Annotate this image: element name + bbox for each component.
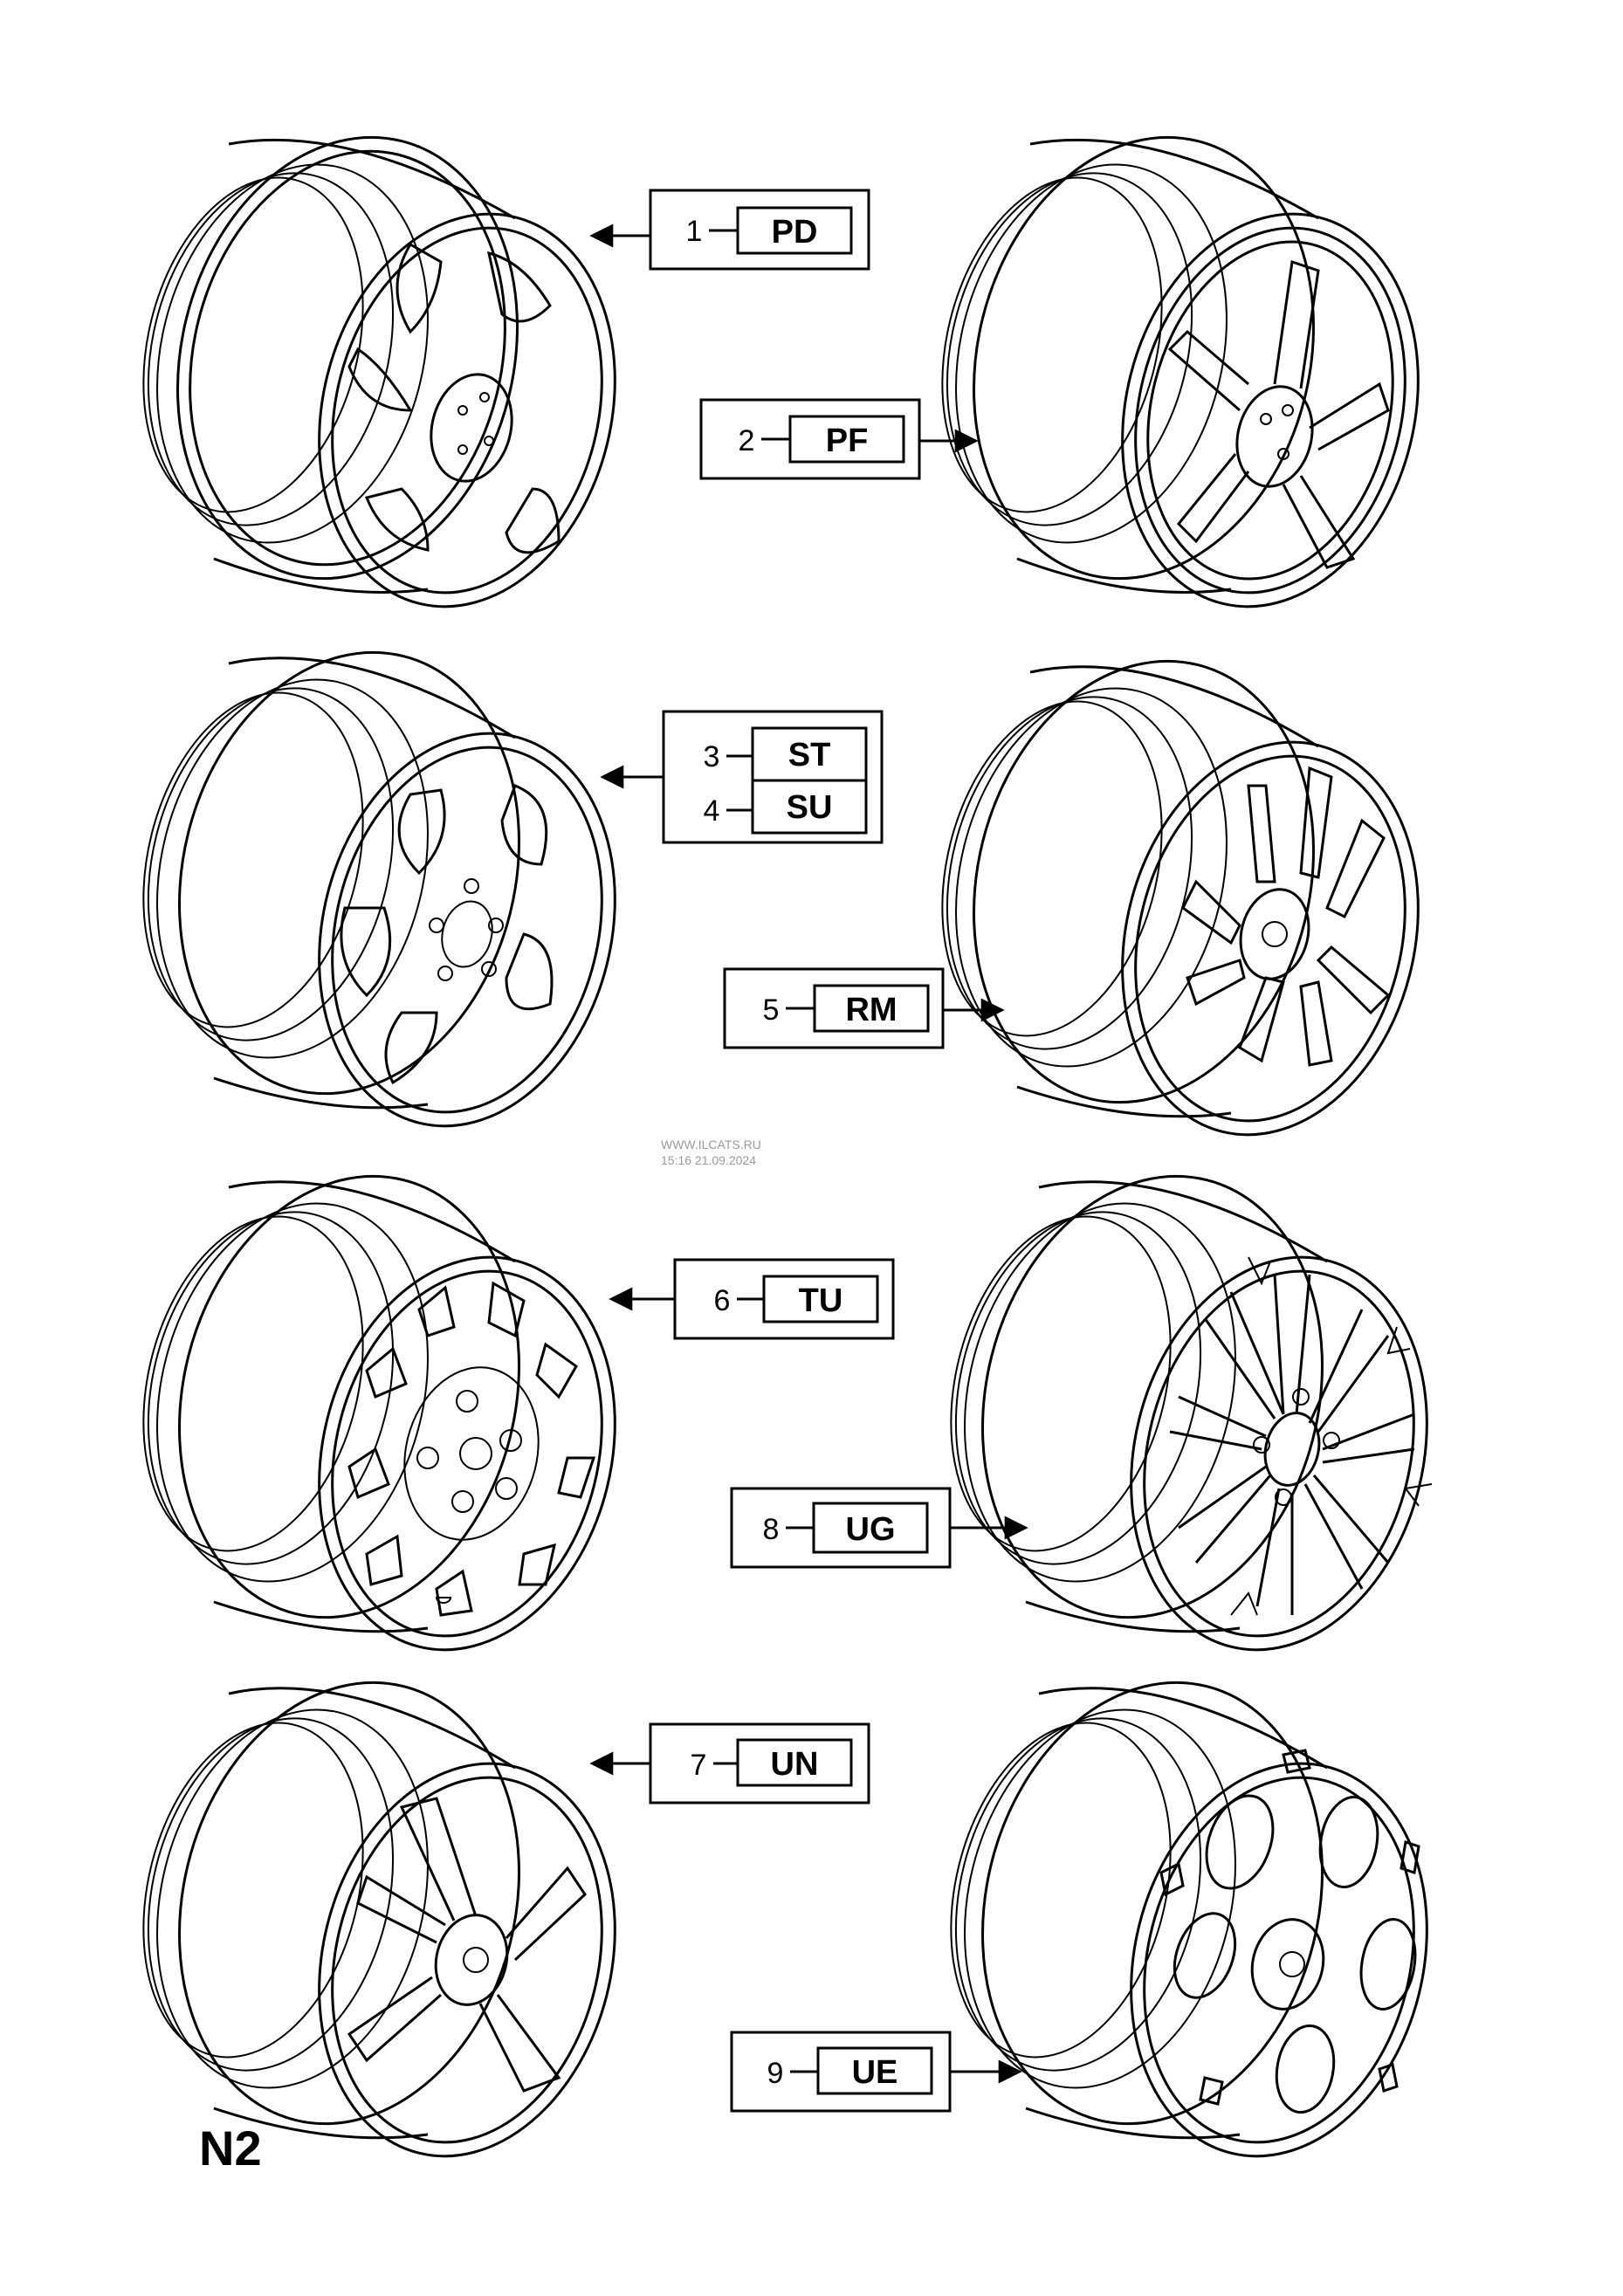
code-label: UN <box>771 1746 819 1783</box>
watermark: WWW.ILCATS.RU 15:16 21.09.2024 <box>661 1138 761 1167</box>
code-label: PD <box>772 214 818 251</box>
callout-number: 5 <box>763 993 780 1027</box>
callout-number: 4 <box>704 794 720 828</box>
callout-pd[interactable]: 1 PD <box>589 189 870 271</box>
wheel-pf-illustration[interactable] <box>909 101 1458 639</box>
watermark-timestamp: 15:16 21.09.2024 <box>661 1153 756 1167</box>
code-label: UG <box>846 1511 896 1548</box>
code-box[interactable] <box>751 779 868 835</box>
code-box[interactable] <box>751 726 868 782</box>
wheel-rm-illustration[interactable] <box>909 625 1458 1167</box>
code-label: UE <box>852 2054 898 2091</box>
code-label: ST <box>788 737 831 773</box>
diagram-code-label: N2 <box>199 2121 262 2176</box>
code-box[interactable] <box>816 2046 933 2095</box>
callout-number: 6 <box>714 1284 731 1317</box>
code-box[interactable] <box>762 1275 879 1323</box>
code-box[interactable] <box>736 206 853 255</box>
code-label: RM <box>845 992 897 1028</box>
code-box[interactable] <box>788 415 905 464</box>
callout-number: 9 <box>767 2057 784 2090</box>
wheel-un-illustration[interactable] <box>110 1646 655 2189</box>
wheel-ue-illustration[interactable] <box>918 1646 1467 2189</box>
callout-tu[interactable]: 6 TU <box>609 1258 895 1340</box>
code-box[interactable] <box>736 1738 853 1787</box>
code-box[interactable] <box>812 1502 929 1554</box>
code-label: PF <box>826 423 869 459</box>
callout-number: 2 <box>739 424 755 457</box>
callout-number: 3 <box>704 740 720 773</box>
wheel-st-su-illustration[interactable] <box>110 616 655 1158</box>
watermark-site: WWW.ILCATS.RU <box>661 1138 761 1151</box>
code-box[interactable] <box>813 984 930 1033</box>
callout-number: 1 <box>686 215 703 248</box>
callout-rm[interactable]: 5 RM <box>723 967 1005 1049</box>
callout-st-su[interactable]: 3 4 ST SU <box>600 710 884 844</box>
callout-number: 8 <box>763 1513 780 1546</box>
code-label: TU <box>799 1282 843 1319</box>
wheel-pd-illustration[interactable] <box>110 101 655 639</box>
code-label: SU <box>787 789 833 826</box>
wheel-ug-illustration[interactable] <box>918 1140 1467 1682</box>
callout-pf[interactable]: 2 PF <box>699 398 979 480</box>
callout-ug[interactable]: 8 UG <box>730 1487 1028 1569</box>
wheel-tu-illustration[interactable] <box>110 1140 655 1682</box>
callout-number: 7 <box>691 1749 707 1782</box>
callout-un[interactable]: 7 UN <box>589 1722 870 1804</box>
callout-ue[interactable]: 9 UE <box>730 2031 1022 2113</box>
